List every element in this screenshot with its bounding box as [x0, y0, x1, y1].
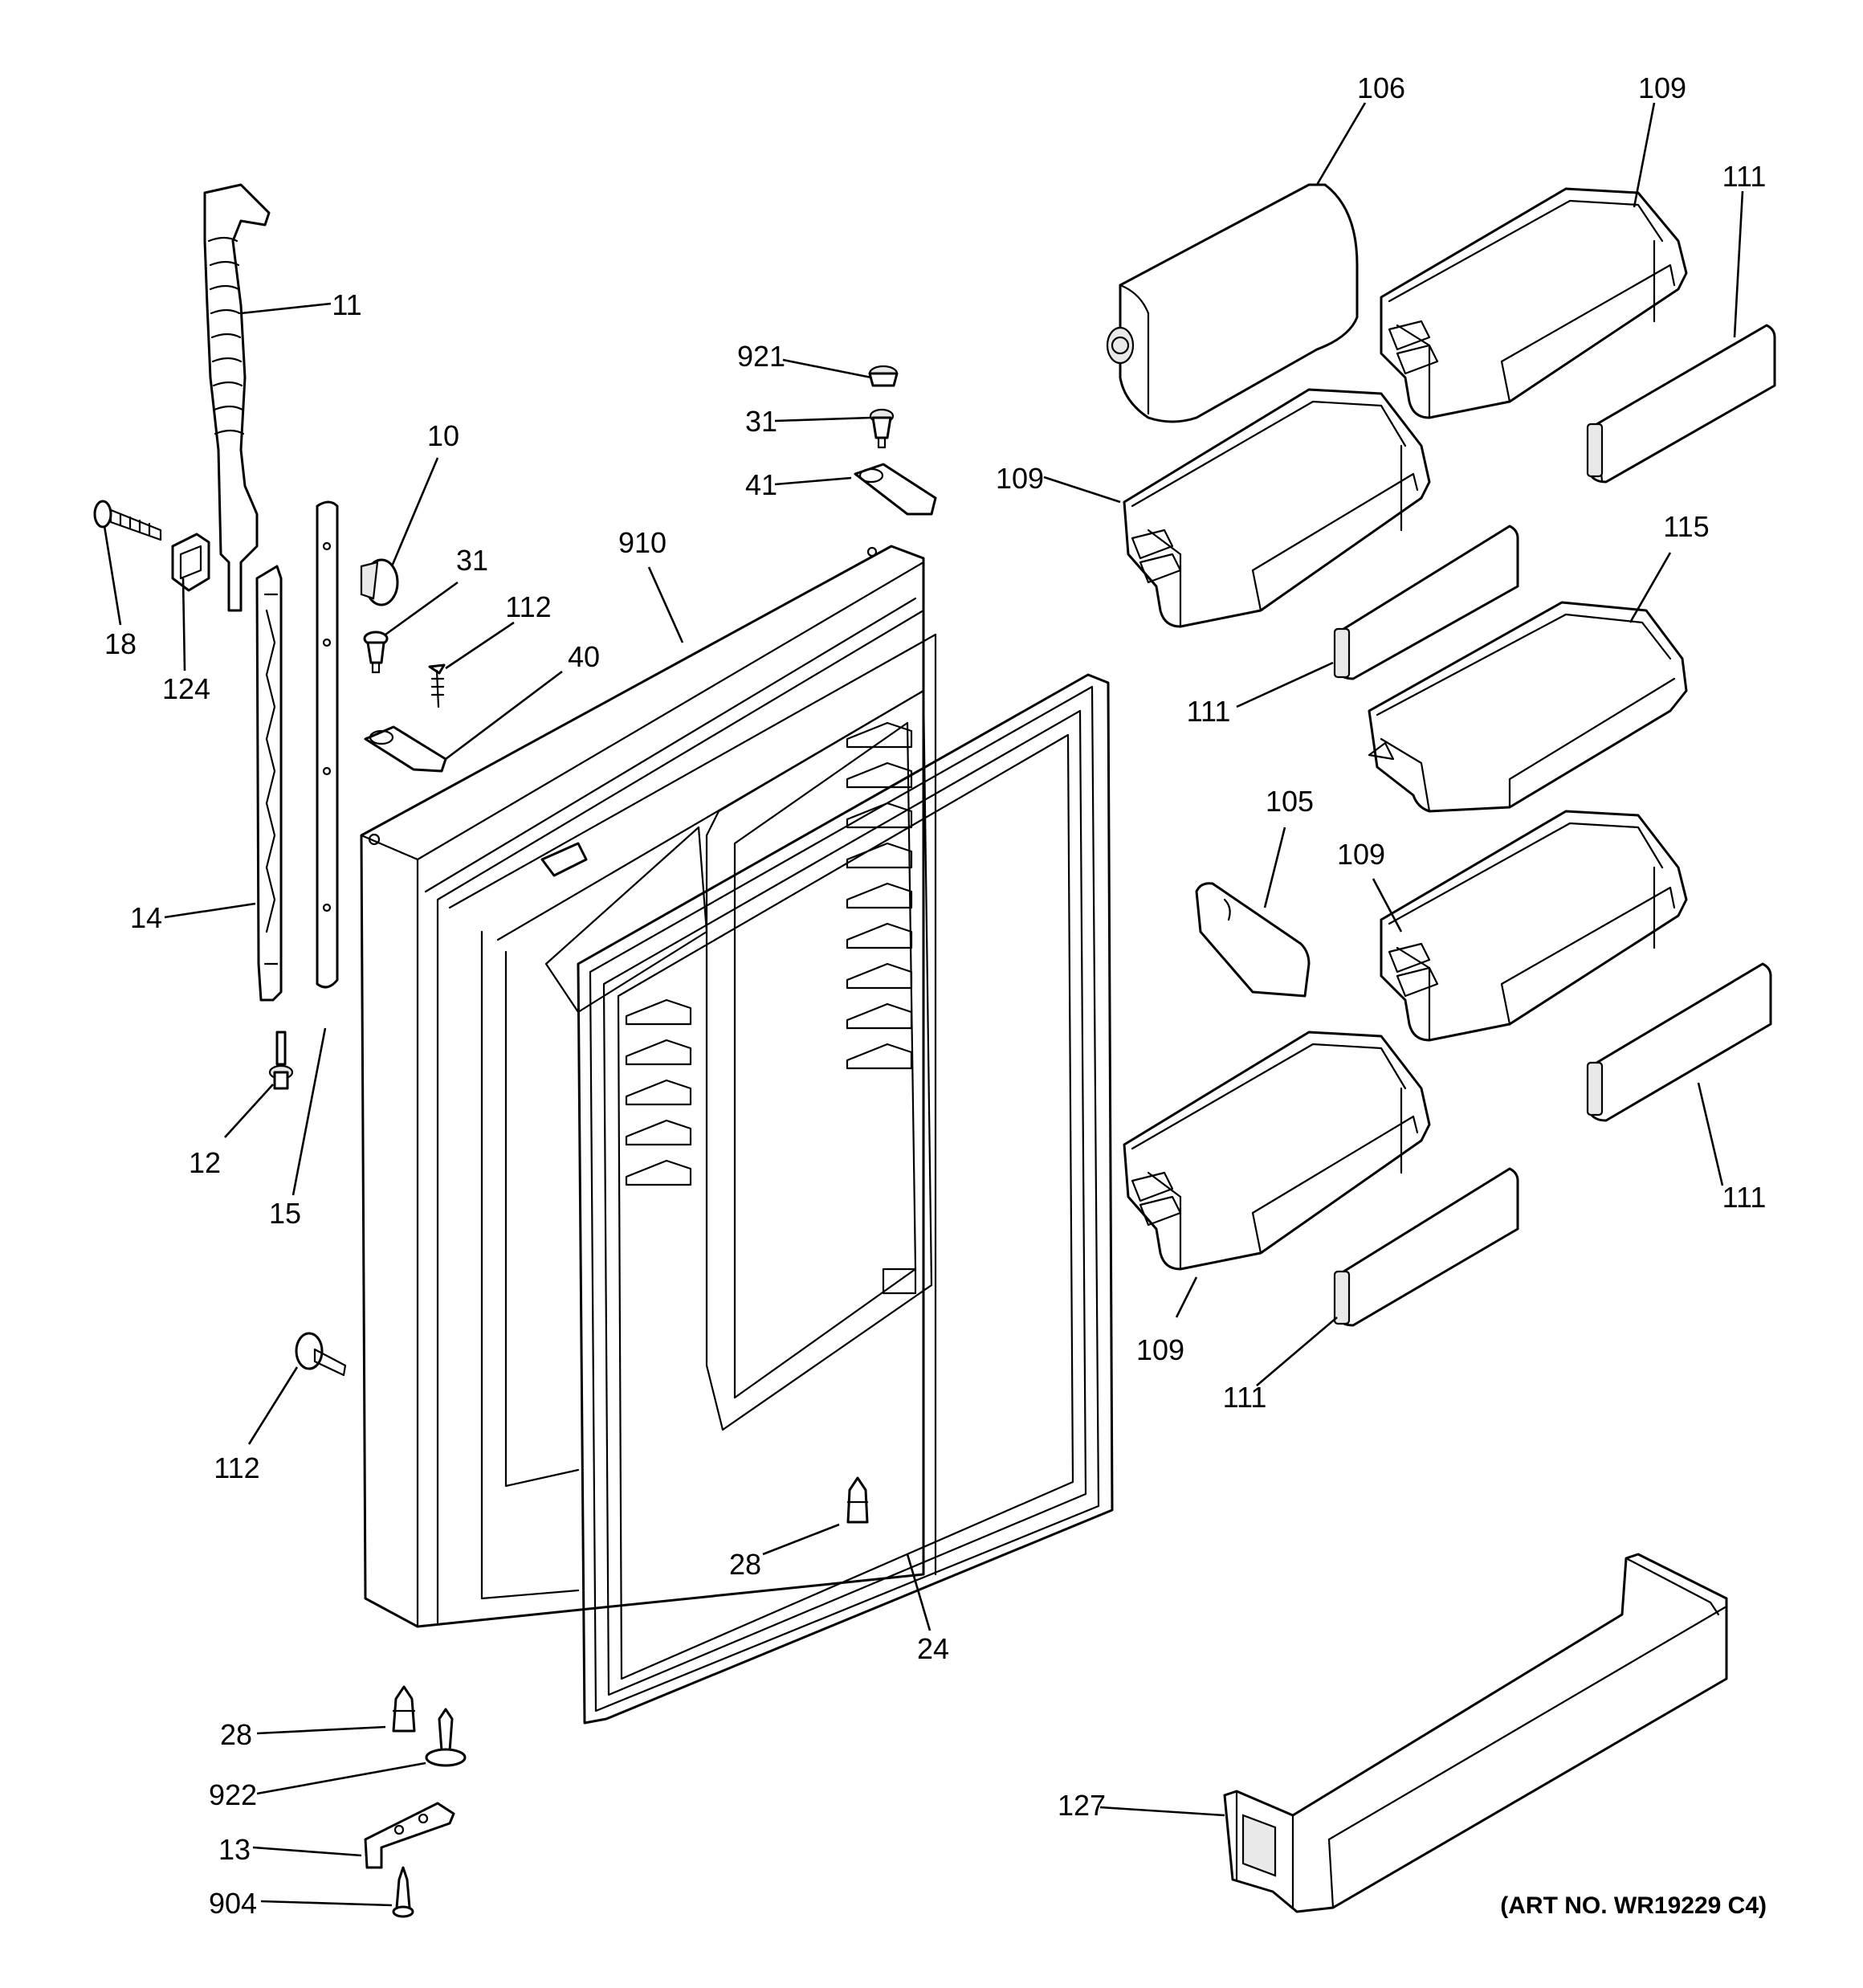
callout-910: 910: [618, 526, 667, 559]
bin-front-111-lower-left: [1333, 1167, 1519, 1327]
plug-921: [868, 365, 899, 387]
leader-lines: [103, 102, 1744, 1907]
callout-111-lower-right: 111: [1722, 1181, 1767, 1214]
callout-921: 921: [737, 340, 785, 373]
callout-105: 105: [1266, 785, 1314, 818]
bin-divider-105: [1195, 882, 1311, 998]
bushing-31-right: [869, 408, 895, 449]
callout-31-right: 31: [745, 405, 777, 438]
dairy-door-106: [1106, 183, 1359, 423]
screw-112-bottom: [295, 1332, 347, 1377]
callout-112-bottom: 112: [214, 1451, 259, 1484]
callout-109-lower-left: 109: [1136, 1333, 1184, 1366]
door-liner: [540, 689, 933, 1431]
screw-112-top: [428, 663, 446, 708]
stop-28-gasket: [846, 1476, 869, 1524]
handle-11: [203, 183, 271, 612]
door-bin-109-mid: [1123, 388, 1431, 628]
callout-41: 41: [745, 468, 777, 501]
callout-28-bottom: 28: [220, 1718, 252, 1751]
callout-18: 18: [104, 627, 137, 660]
callout-14: 14: [130, 901, 162, 934]
hinge-cover-14: [255, 565, 283, 1002]
callout-109-mid: 109: [996, 462, 1044, 495]
door-bin-109-top: [1380, 187, 1688, 419]
callout-11: 11: [332, 288, 361, 321]
screw-904: [392, 1866, 414, 1918]
callout-922: 922: [209, 1778, 257, 1811]
callout-111-top: 111: [1722, 160, 1767, 193]
screw-18: [93, 500, 162, 541]
hinge-cap-40: [364, 725, 447, 773]
callout-904: 904: [209, 1887, 257, 1920]
hinge-13: [364, 1802, 455, 1869]
bin-front-111-mid: [1333, 525, 1519, 680]
screw-922: [425, 1708, 467, 1767]
callout-12: 12: [189, 1146, 221, 1179]
bin-front-111-lower-right: [1586, 962, 1772, 1122]
art-number: (ART NO. WR19229 C4): [1500, 1892, 1767, 1919]
door-bin-115: [1368, 601, 1688, 813]
callout-109-lower-right: 109: [1337, 838, 1385, 871]
plug-10: [360, 558, 399, 606]
callout-112-top: 112: [505, 590, 551, 623]
callout-115: 115: [1663, 510, 1709, 543]
callout-106: 106: [1357, 71, 1405, 104]
callout-15: 15: [269, 1197, 301, 1230]
hinge-cap-41: [854, 463, 937, 516]
callout-labels: 106 109 111 109 111 115 105 109 111 109 …: [104, 71, 1766, 1920]
door-gasket: [577, 673, 1114, 1725]
callout-111-lower-left: 111: [1223, 1381, 1267, 1414]
callout-127: 127: [1058, 1789, 1106, 1822]
callout-124: 124: [162, 672, 210, 705]
fresh-food-door: [360, 545, 937, 1628]
hinge-pin-12: [268, 1031, 294, 1090]
trim-strip-15: [316, 500, 339, 989]
door-bin-109-lower-left: [1123, 1031, 1431, 1271]
bin-front-111-top: [1586, 324, 1776, 484]
callout-111-mid: 111: [1187, 695, 1231, 728]
door-bin-127: [1223, 1553, 1728, 1913]
clip-124: [171, 533, 210, 592]
callout-109-top: 109: [1638, 71, 1686, 104]
callout-13: 13: [218, 1833, 251, 1866]
stop-28-bottom: [392, 1685, 416, 1733]
door-rails-left: [625, 998, 692, 1186]
callout-24: 24: [917, 1632, 949, 1665]
callout-40: 40: [568, 640, 600, 673]
door-bin-109-lower-right: [1380, 810, 1688, 1042]
callout-10: 10: [427, 419, 459, 452]
callout-31-left: 31: [456, 544, 488, 577]
bushing-31-left: [363, 631, 389, 674]
callout-28-gasket: 28: [729, 1548, 761, 1581]
